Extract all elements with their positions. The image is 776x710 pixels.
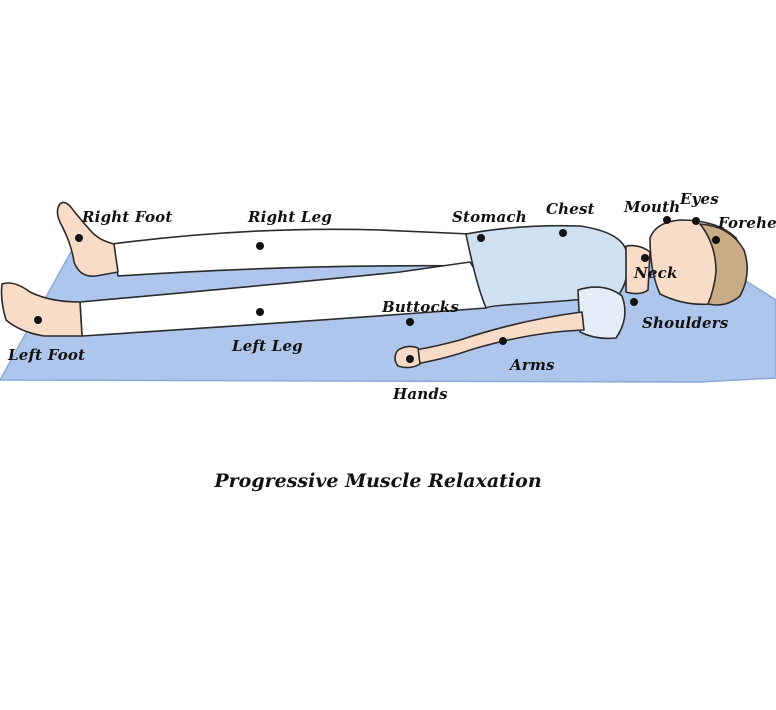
label-right-leg: Right Leg xyxy=(247,208,332,226)
dot-shoulders xyxy=(630,298,638,306)
dot-hands xyxy=(406,355,414,363)
label-buttocks: Buttocks xyxy=(381,298,459,316)
dot-stomach xyxy=(477,234,485,242)
dot-neck xyxy=(641,254,649,262)
label-forehead: Forehead xyxy=(717,214,776,232)
label-arms: Arms xyxy=(508,356,555,374)
dot-right-foot xyxy=(75,234,83,242)
label-shoulders: Shoulders xyxy=(642,314,729,332)
label-chest: Chest xyxy=(546,200,595,218)
dot-arms xyxy=(499,337,507,345)
label-left-foot: Left Foot xyxy=(7,346,85,364)
sleeve-shape xyxy=(578,287,625,338)
label-right-foot: Right Foot xyxy=(81,208,172,226)
dot-forehead xyxy=(712,236,720,244)
dot-chest xyxy=(559,229,567,237)
label-left-leg: Left Leg xyxy=(231,337,303,355)
dot-left-leg xyxy=(256,308,264,316)
diagram-title: Progressive Muscle Relaxation xyxy=(213,470,541,492)
label-stomach: Stomach xyxy=(452,208,527,226)
dot-buttocks xyxy=(406,318,414,326)
dot-eyes xyxy=(692,217,700,225)
dot-left-foot xyxy=(34,316,42,324)
dot-mouth xyxy=(663,216,671,224)
label-eyes: Eyes xyxy=(679,190,719,208)
label-mouth: Mouth xyxy=(623,198,680,216)
label-hands: Hands xyxy=(392,385,448,403)
dot-right-leg xyxy=(256,242,264,250)
label-neck: Neck xyxy=(633,264,678,282)
